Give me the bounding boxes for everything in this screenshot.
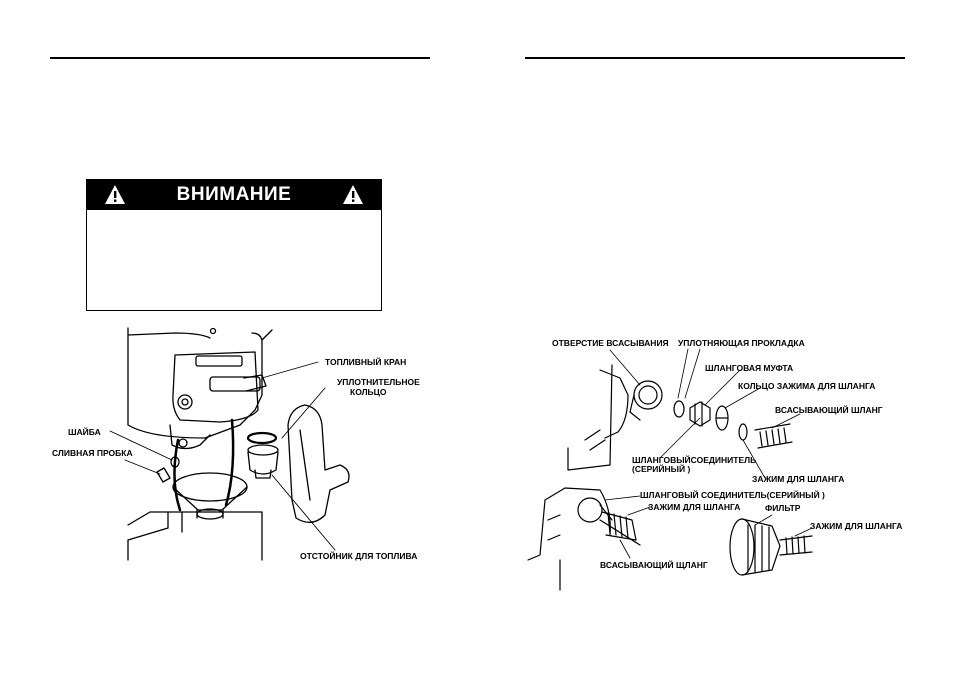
label-hose-clamp-ring: КОЛЬЦО ЗАЖИМА ДЛЯ ШЛАНГА xyxy=(738,381,876,391)
warning-triangle-icon xyxy=(105,185,125,204)
label-hose-connector-2: (СЕРИЙНЫЙ ) xyxy=(632,464,691,474)
page-rule-left xyxy=(50,57,430,59)
label-drain-plug: СЛИВНАЯ ПРОБКА xyxy=(52,448,133,458)
warning-header: ВНИМАНИЕ xyxy=(87,180,381,210)
label-sealing-washer: УПЛОТНЯЮЩАЯ ПРОКЛАДКА xyxy=(678,338,805,348)
label-hose-clamp-1: ЗАЖИМ ДЛЯ ШЛАНГА xyxy=(752,474,845,484)
warning-triangle-icon xyxy=(343,185,363,204)
label-hose-coupling: ШЛАНГОВАЯ МУФТА xyxy=(705,363,794,373)
label-suction-hose: ВСАСЫВАЮЩИЙ ШЛАНГ xyxy=(775,405,883,415)
label-hose-clamp-2: ЗАЖИМ ДЛЯ ШЛАНГА xyxy=(648,502,741,512)
label-strainer: ФИЛЬТР xyxy=(765,503,801,513)
label-o-ring-1: УПЛОТНИТЕЛЬНОЕ xyxy=(337,377,420,387)
label-sediment-cup: ОТСТОЙНИК ДЛЯ ТОПЛИВА xyxy=(300,551,418,561)
label-fuel-valve: ТОПЛИВНЫЙ КРАН xyxy=(325,357,407,367)
label-washer: ШАЙБА xyxy=(68,427,101,437)
label-hose-connector-1: ШЛАНГОВЫЙСОЕДИНИТЕЛЬ xyxy=(632,455,757,465)
label-hose-connector-serial: ШЛАНГОВЫЙ СОЕДИНИТЕЛЬ(СЕРИЙНЫЙ ) xyxy=(640,490,825,500)
page-rule-right xyxy=(525,57,905,59)
warning-title: ВНИМАНИЕ xyxy=(176,184,292,205)
warning-box: ВНИМАНИЕ xyxy=(86,179,382,311)
label-suction-hose-2: ВСАСЫВАЮЩИЙ ЩЛАНГ xyxy=(600,560,708,570)
label-o-ring-2: КОЛЬЦО xyxy=(350,387,387,397)
label-suction-port: ОТВЕРСТИЕ ВСАСЫВАНИЯ xyxy=(552,338,669,348)
label-hose-clamp-3: ЗАЖИМ ДЛЯ ШЛАНГА xyxy=(810,521,903,531)
